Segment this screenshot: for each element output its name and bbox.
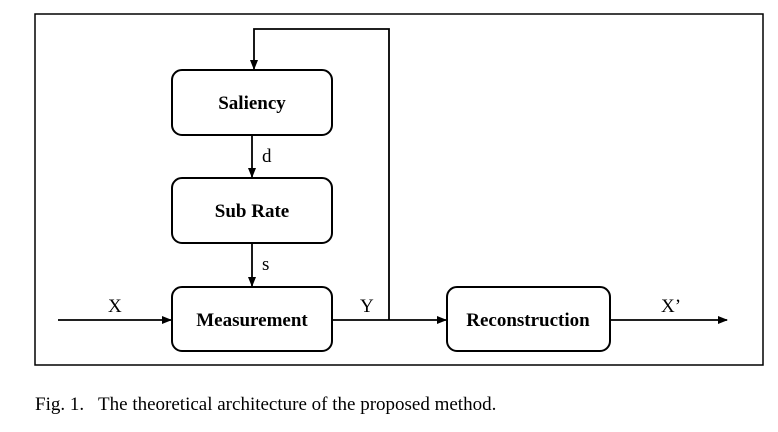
figure-caption-text: The theoretical architecture of the prop… (98, 394, 497, 415)
signal-label-y: Y (360, 296, 374, 317)
reconstruction-label: Reconstruction (466, 310, 590, 331)
measurement-label: Measurement (196, 310, 308, 331)
sub-rate-label: Sub Rate (215, 201, 289, 222)
diagram-frame (34, 13, 764, 366)
saliency-label: Saliency (218, 93, 286, 114)
signal-label-x: X (108, 296, 122, 317)
saliency-block: Saliency (171, 69, 333, 136)
signal-label-x-out: X’ (661, 296, 681, 317)
figure-caption: Fig. 1. The theoretical architecture of … (35, 394, 496, 416)
measurement-block: Measurement (171, 286, 333, 352)
feedback-arrow-y-to-saliency (250, 28, 390, 320)
sub-rate-block: Sub Rate (171, 177, 333, 244)
reconstruction-block: Reconstruction (446, 286, 611, 352)
signal-label-d: d (262, 146, 272, 167)
figure-number: Fig. 1. (35, 394, 85, 415)
architecture-diagram: Saliency Sub Rate Measurement Reconstruc… (34, 13, 764, 366)
signal-label-s: s (262, 254, 269, 275)
